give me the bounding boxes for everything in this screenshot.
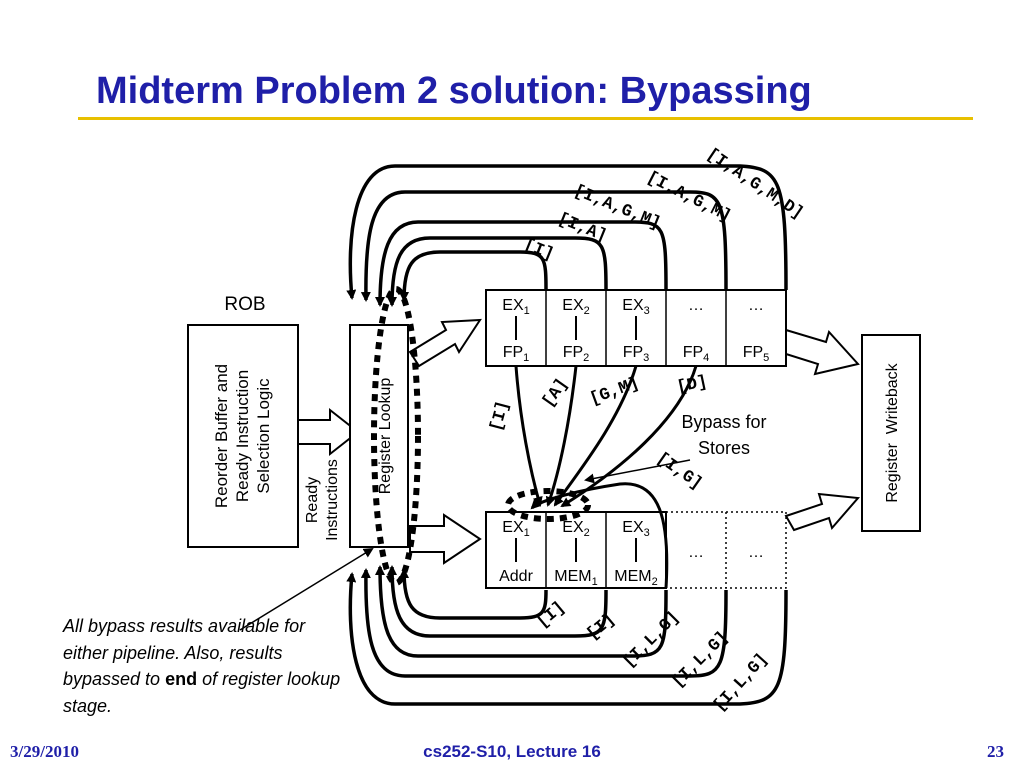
reorder-buffer-text: Reorder Buffer and Ready Instruction Sel…	[212, 364, 273, 508]
fp-stage-5-bottom: FP5	[743, 344, 770, 364]
reorder-line-3: Selection Logic	[254, 378, 273, 494]
note-pointer-arrow	[239, 547, 374, 631]
register-lookup-label: Register Lookup	[377, 378, 394, 495]
bottom-label-4: [I,L,G]	[669, 628, 733, 692]
fp-stage-1-bottom: FP1	[503, 344, 530, 364]
ex-stage-dotted-ellipse	[505, 488, 591, 522]
fp-stage-2-top: EX2	[562, 297, 589, 317]
register-writeback-box	[861, 334, 921, 532]
bypass-note: All bypass results available for either …	[63, 613, 348, 719]
lookup-to-mem-arrow	[409, 513, 482, 565]
note-part-1: All bypass results available for either …	[63, 616, 306, 689]
fp-stage-5-top: …	[748, 297, 764, 314]
top-label-1: [I]	[521, 236, 556, 265]
footer-page-number: 23	[987, 742, 1004, 761]
ready-instructions-text: Ready Instructions	[304, 459, 341, 541]
reorder-buffer-box	[187, 324, 299, 548]
fp-stage-2-bottom: FP2	[563, 344, 590, 364]
fp-to-writeback-arrow	[785, 328, 860, 376]
reorder-line-1: Reorder Buffer and	[212, 364, 231, 508]
middle-label-3: [G,M]	[588, 374, 642, 409]
top-label-2: [I,A]	[555, 210, 609, 247]
bottom-label-1: [I]	[534, 598, 570, 632]
middle-label-4: [D]	[675, 373, 709, 398]
mem-stage-2-top: EX2	[562, 519, 589, 539]
register-writeback-label: Register Writeback	[884, 362, 901, 502]
bottom-bypass-paths	[346, 565, 788, 706]
ready-instructions-arrow	[297, 407, 360, 457]
mem-to-writeback-arrow	[784, 492, 861, 532]
mem-pipeline: EX1 EX2 EX3 … … Addr MEM1 MEM2	[485, 511, 787, 589]
note-part-3: of register lookup stage.	[63, 669, 341, 716]
mem-stage-1-top: EX1	[502, 519, 529, 539]
footer-date: 3/29/2010	[10, 742, 79, 761]
fp-stage-4-top: …	[688, 297, 704, 314]
bottom-label-2: [I]	[584, 610, 620, 644]
bypass-stores-line-2: Stores	[698, 438, 750, 458]
mem-stage-4-top: …	[688, 544, 704, 561]
mem-stage-5-top: …	[748, 544, 764, 561]
fp-stage-4-bottom: FP4	[683, 344, 710, 364]
middle-label-2: [A]	[539, 375, 572, 411]
ready-line-1: Ready	[304, 477, 321, 523]
mem-stage-1-bottom: Addr	[499, 568, 533, 585]
fp-stage-1-top: EX1	[502, 297, 529, 317]
fp-stage-3-bottom: FP3	[623, 344, 650, 364]
top-bypass-paths	[346, 164, 788, 307]
rob-label: ROB	[224, 294, 265, 315]
mem-stage-2-bottom: MEM1	[554, 568, 597, 588]
slide-title: Midterm Problem 2 solution: Bypassing	[96, 70, 812, 112]
mem-stage-3-top: EX3	[622, 519, 649, 539]
lookup-end-dotted-ellipse	[371, 286, 421, 586]
middle-bypass-paths	[514, 365, 698, 589]
bypass-stores-line-1: Bypass for	[681, 412, 766, 432]
ready-line-2: Instructions	[324, 459, 341, 541]
fp-stage-3-top: EX3	[622, 297, 649, 317]
bypass-stores-arrow	[584, 459, 691, 484]
footer-course: cs252-S10, Lecture 16	[423, 742, 601, 761]
middle-label-1: [I]	[487, 399, 513, 433]
mem-stage-3-bottom: MEM2	[614, 568, 657, 588]
note-emphasis: end	[165, 669, 198, 689]
fp-pipeline: EX1 EX2 EX3 … … FP1 FP2 FP3 FP4 FP5	[485, 289, 787, 367]
lookup-to-fp-arrow	[408, 318, 482, 368]
title-underline	[78, 117, 973, 120]
bottom-label-3: [I,L,G]	[620, 608, 684, 672]
reorder-line-2: Ready Instruction	[233, 370, 252, 502]
